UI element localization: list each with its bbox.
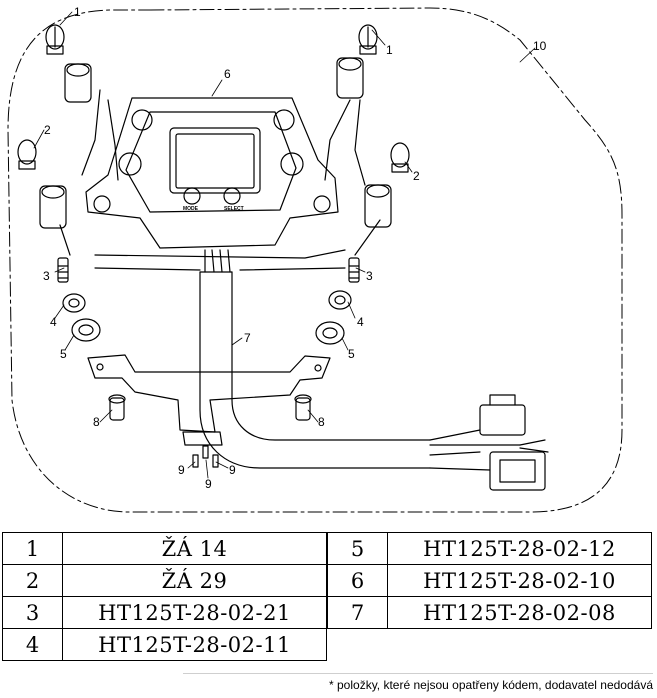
select-button	[223, 187, 241, 205]
callout-1-right: 1	[386, 43, 393, 57]
table-row: 6 HT125T-28-02-10	[327, 564, 652, 597]
bolt-8	[108, 394, 312, 421]
mounting-bracket	[87, 354, 331, 446]
select-button-label: SELECT	[224, 206, 244, 212]
small-screw-9	[192, 445, 219, 468]
table-row: 1 ŽÁ 14	[2, 532, 327, 565]
assembly-boundary	[7, 7, 623, 513]
part-number: 3	[2, 596, 63, 629]
leader-lines	[33, 11, 536, 479]
parts-table-left: 1 ŽÁ 14 2 ŽÁ 29 3 HT125T-28-02-21 4 HT12…	[2, 532, 327, 661]
part-number: 5	[327, 532, 388, 565]
callout-3-right: 3	[366, 269, 373, 283]
footnote: * položky, které nejsou opatřeny kódem, …	[183, 673, 653, 696]
callout-4-right: 4	[357, 315, 364, 329]
part-code: HT125T-28-02-12	[387, 532, 652, 565]
table-row: 2 ŽÁ 29	[2, 564, 327, 597]
callout-8-left: 8	[93, 415, 100, 429]
parts-table-right: 5 HT125T-28-02-12 6 HT125T-28-02-10 7 HT…	[327, 532, 652, 629]
part-number: 6	[327, 564, 388, 597]
table-row: 3 HT125T-28-02-21	[2, 596, 327, 629]
callout-7: 7	[244, 331, 251, 345]
exploded-parts-diagram: MODE SELECT	[7, 5, 623, 513]
part-number: 4	[2, 628, 63, 661]
lamp-socket	[39, 57, 392, 229]
callout-9-right: 9	[229, 463, 236, 477]
part-code: ŽÁ 29	[62, 564, 327, 597]
display-screen	[169, 127, 261, 194]
bulb-2-right	[390, 142, 410, 173]
callout-10: 10	[533, 39, 547, 53]
callout-5-right: 5	[348, 347, 355, 361]
part-number: 2	[2, 564, 63, 597]
bulb-1-right	[358, 24, 378, 55]
callout-2-right: 2	[413, 169, 420, 183]
table-row: 5 HT125T-28-02-12	[327, 532, 652, 565]
part-number: 7	[327, 596, 388, 629]
part-code: HT125T-28-02-08	[387, 596, 652, 629]
callout-3-left: 3	[43, 269, 50, 283]
callout-8-right: 8	[318, 415, 325, 429]
part-number: 1	[2, 532, 63, 565]
rubber-ring-5	[71, 318, 345, 345]
callout-6: 6	[224, 67, 231, 81]
part-code: HT125T-28-02-21	[62, 596, 327, 629]
table-row: 4 HT125T-28-02-11	[2, 628, 327, 661]
bulb-1-left	[45, 24, 65, 55]
wire-connector	[479, 394, 549, 491]
mode-button-label: MODE	[183, 206, 199, 212]
part-code: HT125T-28-02-11	[62, 628, 327, 661]
mode-button	[183, 187, 201, 205]
grommet-4	[62, 290, 352, 313]
wiring-harness	[59, 89, 521, 471]
part-code: ŽÁ 14	[62, 532, 327, 565]
callout-5-left: 5	[60, 347, 67, 361]
callout-9-left: 9	[178, 463, 185, 477]
bulb-2-left	[17, 139, 37, 170]
callout-1-left: 1	[74, 5, 81, 19]
screw-3	[57, 257, 360, 283]
callout-4-left: 4	[50, 315, 57, 329]
callout-2-left: 2	[44, 123, 51, 137]
instrument-cluster	[85, 97, 339, 249]
part-code: HT125T-28-02-10	[387, 564, 652, 597]
table-row: 7 HT125T-28-02-08	[327, 596, 652, 629]
callout-9-center: 9	[205, 477, 212, 491]
